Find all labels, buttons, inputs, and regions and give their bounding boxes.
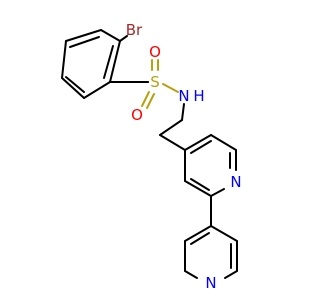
bond [65,76,85,93]
atom-labels: Br S O O N H N N [126,21,242,292]
bromobenzene-ring [61,29,121,99]
bond [210,188,225,197]
oxygen-label-top: O [149,43,161,61]
amine-nitrogen-label: N [178,87,189,105]
bond [190,140,212,154]
bond [190,232,210,245]
bond [69,36,100,48]
bond [224,270,238,279]
bond [65,29,102,42]
bond [184,225,212,242]
sulfur-label: S [150,73,160,91]
bromine-label: Br [126,21,143,39]
bond [184,180,212,197]
bond [146,93,155,109]
bond [119,35,128,42]
pyridine-nitrogen-label-a: N [230,173,241,191]
bond [103,45,114,79]
bond [109,40,121,83]
bond [190,178,210,191]
sulfonyl-group [141,59,179,109]
bond [181,103,185,121]
bond [184,270,198,279]
oxygen-label-bottom: O [131,106,143,124]
pyridine-ring-b [184,225,238,279]
bond [100,29,121,42]
bond [210,225,238,242]
bond [159,119,183,136]
bond [141,91,150,107]
amine-hydrogen-label: H [193,87,204,105]
bond [184,134,212,151]
bond [61,40,67,79]
bond [210,134,237,151]
bond [162,83,179,93]
molecule-structure: Br S O O N H N N [61,21,242,292]
bond [159,134,186,151]
pyridine-ring-a [184,134,237,197]
bond [83,81,111,99]
bond [61,77,85,99]
pyridine-nitrogen-label-b: N [205,274,216,292]
